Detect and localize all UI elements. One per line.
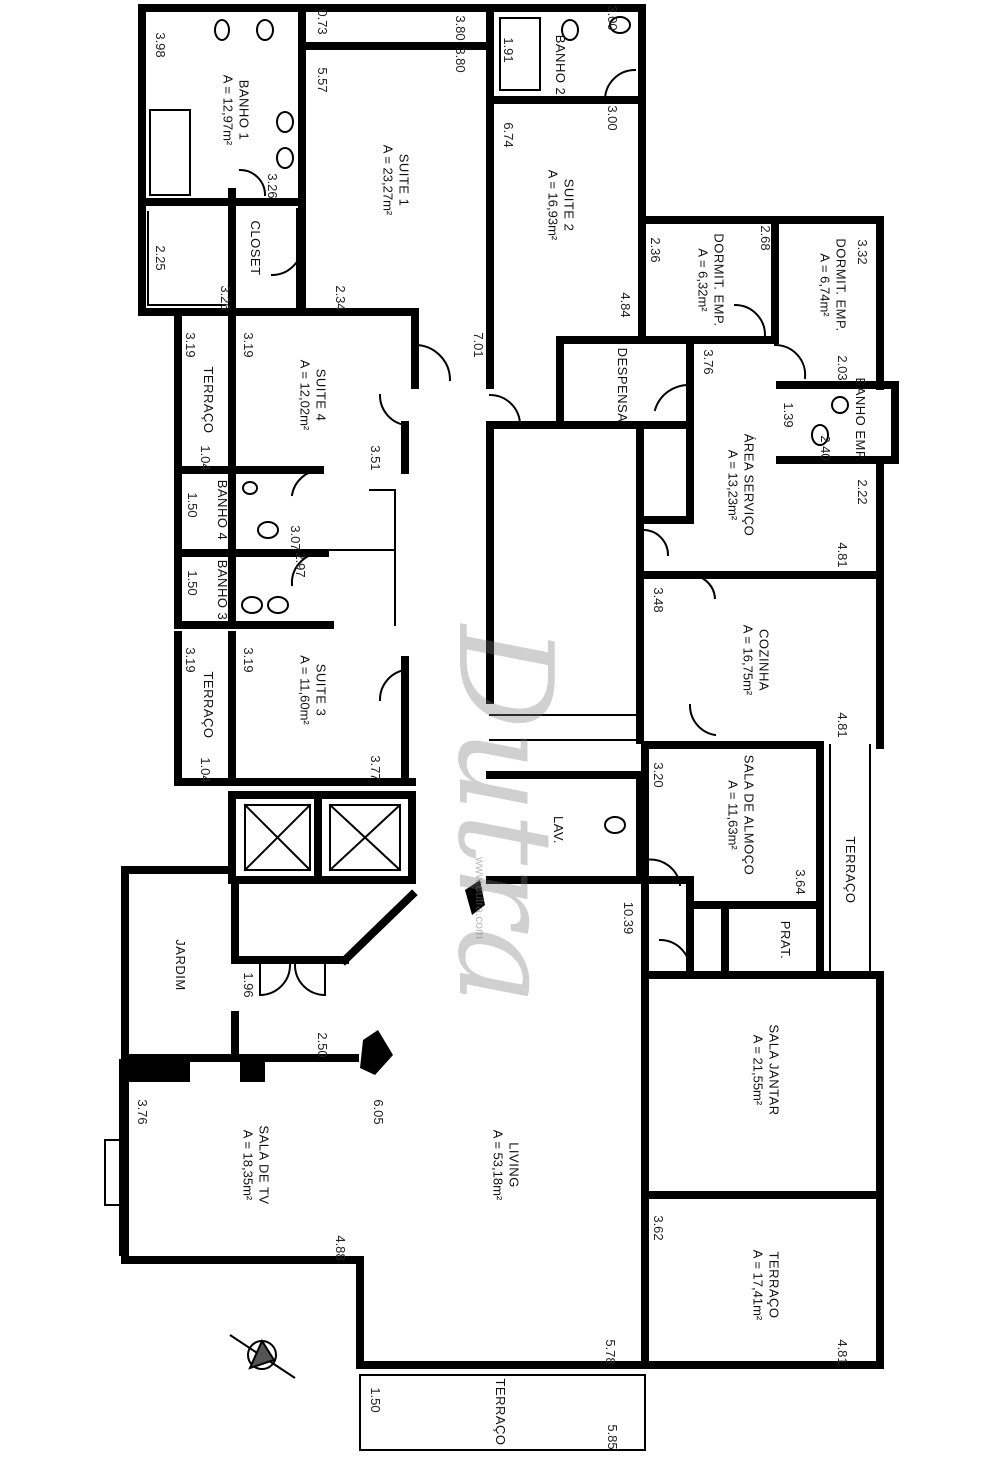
dim-label: 2.34 [333, 285, 349, 311]
dim-label: 3.20 [651, 762, 667, 788]
room-banho-emp: BANHO EMP. [853, 377, 869, 463]
room-terraco-suite4: TERRAÇO [201, 366, 217, 434]
dim-label: 2.36 [648, 237, 664, 263]
dim-label: 5.78 [603, 1339, 619, 1365]
room-jardim: JARDIM [173, 939, 189, 991]
room-closet: CLOSET [248, 220, 264, 276]
dim-label: 2.50 [315, 1032, 331, 1058]
room-terraco-suite3: TERRAÇO [201, 671, 217, 739]
dim-label: 3.00 [605, 5, 621, 31]
dim-label: 0.73 [315, 9, 331, 35]
dim-label: 1.96 [241, 972, 257, 998]
dim-label: 1.50 [185, 492, 201, 518]
dim-label: 7.01 [471, 332, 487, 358]
dim-label: 1.39 [781, 402, 797, 428]
dim-label: 3.51 [368, 445, 384, 471]
dim-label: 1.91 [501, 37, 517, 63]
dim-label: 1.50 [185, 570, 201, 596]
room-banho2: BANHO 2 [553, 34, 569, 96]
dim-label: 6.05 [371, 1099, 387, 1125]
columns [125, 880, 485, 1082]
dim-label: 3.19 [183, 332, 199, 358]
dim-label: 4.84 [618, 292, 634, 318]
dim-label: 4.81 [835, 712, 851, 738]
dim-label: 2.68 [758, 225, 774, 251]
dim-label: 2.97 [293, 552, 309, 578]
dim-label: 5.85 [605, 1424, 621, 1450]
dim-label: 3.80 [453, 15, 469, 41]
room-terraco-almoco: TERRAÇO [843, 836, 859, 904]
dim-label: 4.88 [333, 1235, 349, 1261]
dim-label: 3.62 [651, 1215, 667, 1241]
dim-label: 3.26 [218, 285, 234, 311]
room-despensa: DESPENSA [615, 347, 631, 423]
room-banho3: BANHO 3 [215, 559, 231, 621]
dim-label: 4.81 [835, 542, 851, 568]
watermark-url: www.dutra.com [473, 856, 487, 940]
room-banho4: BANHO 4 [215, 479, 231, 541]
dim-label: 3.77 [368, 755, 384, 781]
dim-label: 3.00 [605, 105, 621, 131]
dim-label: 3.19 [183, 647, 199, 673]
dim-label: 2.25 [153, 245, 169, 271]
dim-label: 10.39 [621, 901, 637, 935]
dim-label: 3.98 [153, 32, 169, 58]
dim-label: 2.03 [835, 355, 851, 381]
dim-label: 3.76 [701, 349, 717, 375]
thin-lines [104, 16, 871, 1451]
dim-label: 1.04 [198, 757, 214, 783]
dim-label: 6.74 [501, 122, 517, 148]
dim-label: 3.48 [651, 587, 667, 613]
dim-label: 4.81 [835, 1339, 851, 1365]
dim-label: 3.26 [265, 173, 281, 199]
dim-label: 3.19 [241, 647, 257, 673]
dim-label: 1.04 [198, 445, 214, 471]
room-dormit-emp-2: DORMIT. EMP.A = 6,74m² [817, 238, 849, 332]
dim-label: 3.80 [453, 47, 469, 73]
room-lav: LAV. [551, 815, 567, 845]
dim-label: 3.19 [241, 332, 257, 358]
dim-label: 3.32 [855, 239, 871, 265]
dim-label: 2.40 [818, 435, 834, 461]
north-arrow-icon [229, 1334, 296, 1379]
dim-label: 2.22 [855, 479, 871, 505]
room-prat: PRAT. [778, 920, 794, 960]
dim-label: 1.50 [368, 1387, 384, 1413]
room-dormit-emp-1: DORMIT. EMP.A = 6,32m² [695, 233, 727, 327]
dim-label: 3.07 [288, 525, 304, 551]
dim-label: 3.76 [135, 1099, 151, 1125]
room-terraco-bottom: TERRAÇO [493, 1378, 509, 1446]
dim-label: 5.57 [315, 67, 331, 93]
dim-label: 3.64 [793, 869, 809, 895]
